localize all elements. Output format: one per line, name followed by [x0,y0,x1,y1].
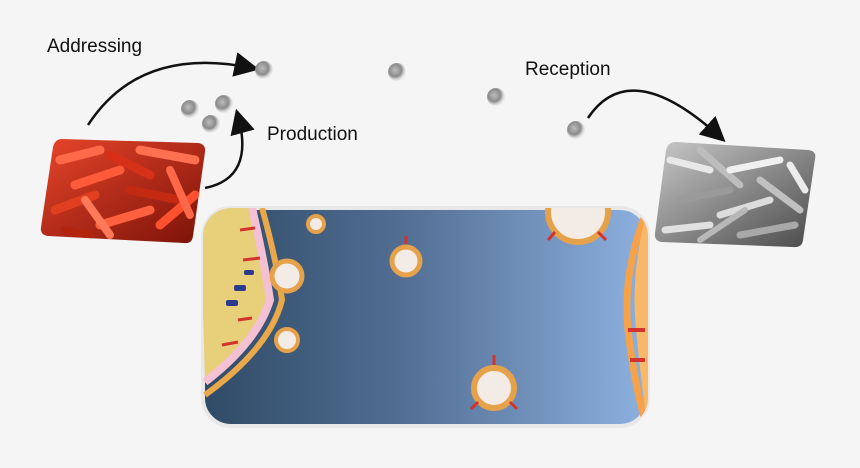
vesicle [389,236,423,278]
addressing-label: Addressing [47,36,143,57]
signal-molecule [215,95,233,113]
production-arrow [204,108,255,190]
producer-inner-membrane [203,208,275,386]
signal-molecule [202,115,220,133]
membrane-vesicle-panel [201,206,650,428]
vesicle [274,327,300,353]
producer-outer-membrane [203,208,286,398]
signal-molecules [181,61,585,139]
vesicle [306,214,326,234]
signal-molecule [388,63,406,81]
receiver-outer-membrane [623,208,648,426]
producer-cell-interior [203,208,268,380]
signal-molecule [567,121,585,139]
production-label: Production [267,124,358,145]
signal-molecule [255,61,273,79]
vesicle [469,355,519,411]
receiver-bacteria-image [654,142,816,248]
addressing-arrow [86,52,260,126]
reception-arrow [586,89,726,143]
signal-molecule [487,88,505,106]
producer-bacteria-image [40,139,206,244]
docking-vesicle [545,208,611,245]
signal-molecule [181,100,199,118]
budding-vesicle [269,258,305,294]
reception-label: Reception [525,59,611,80]
